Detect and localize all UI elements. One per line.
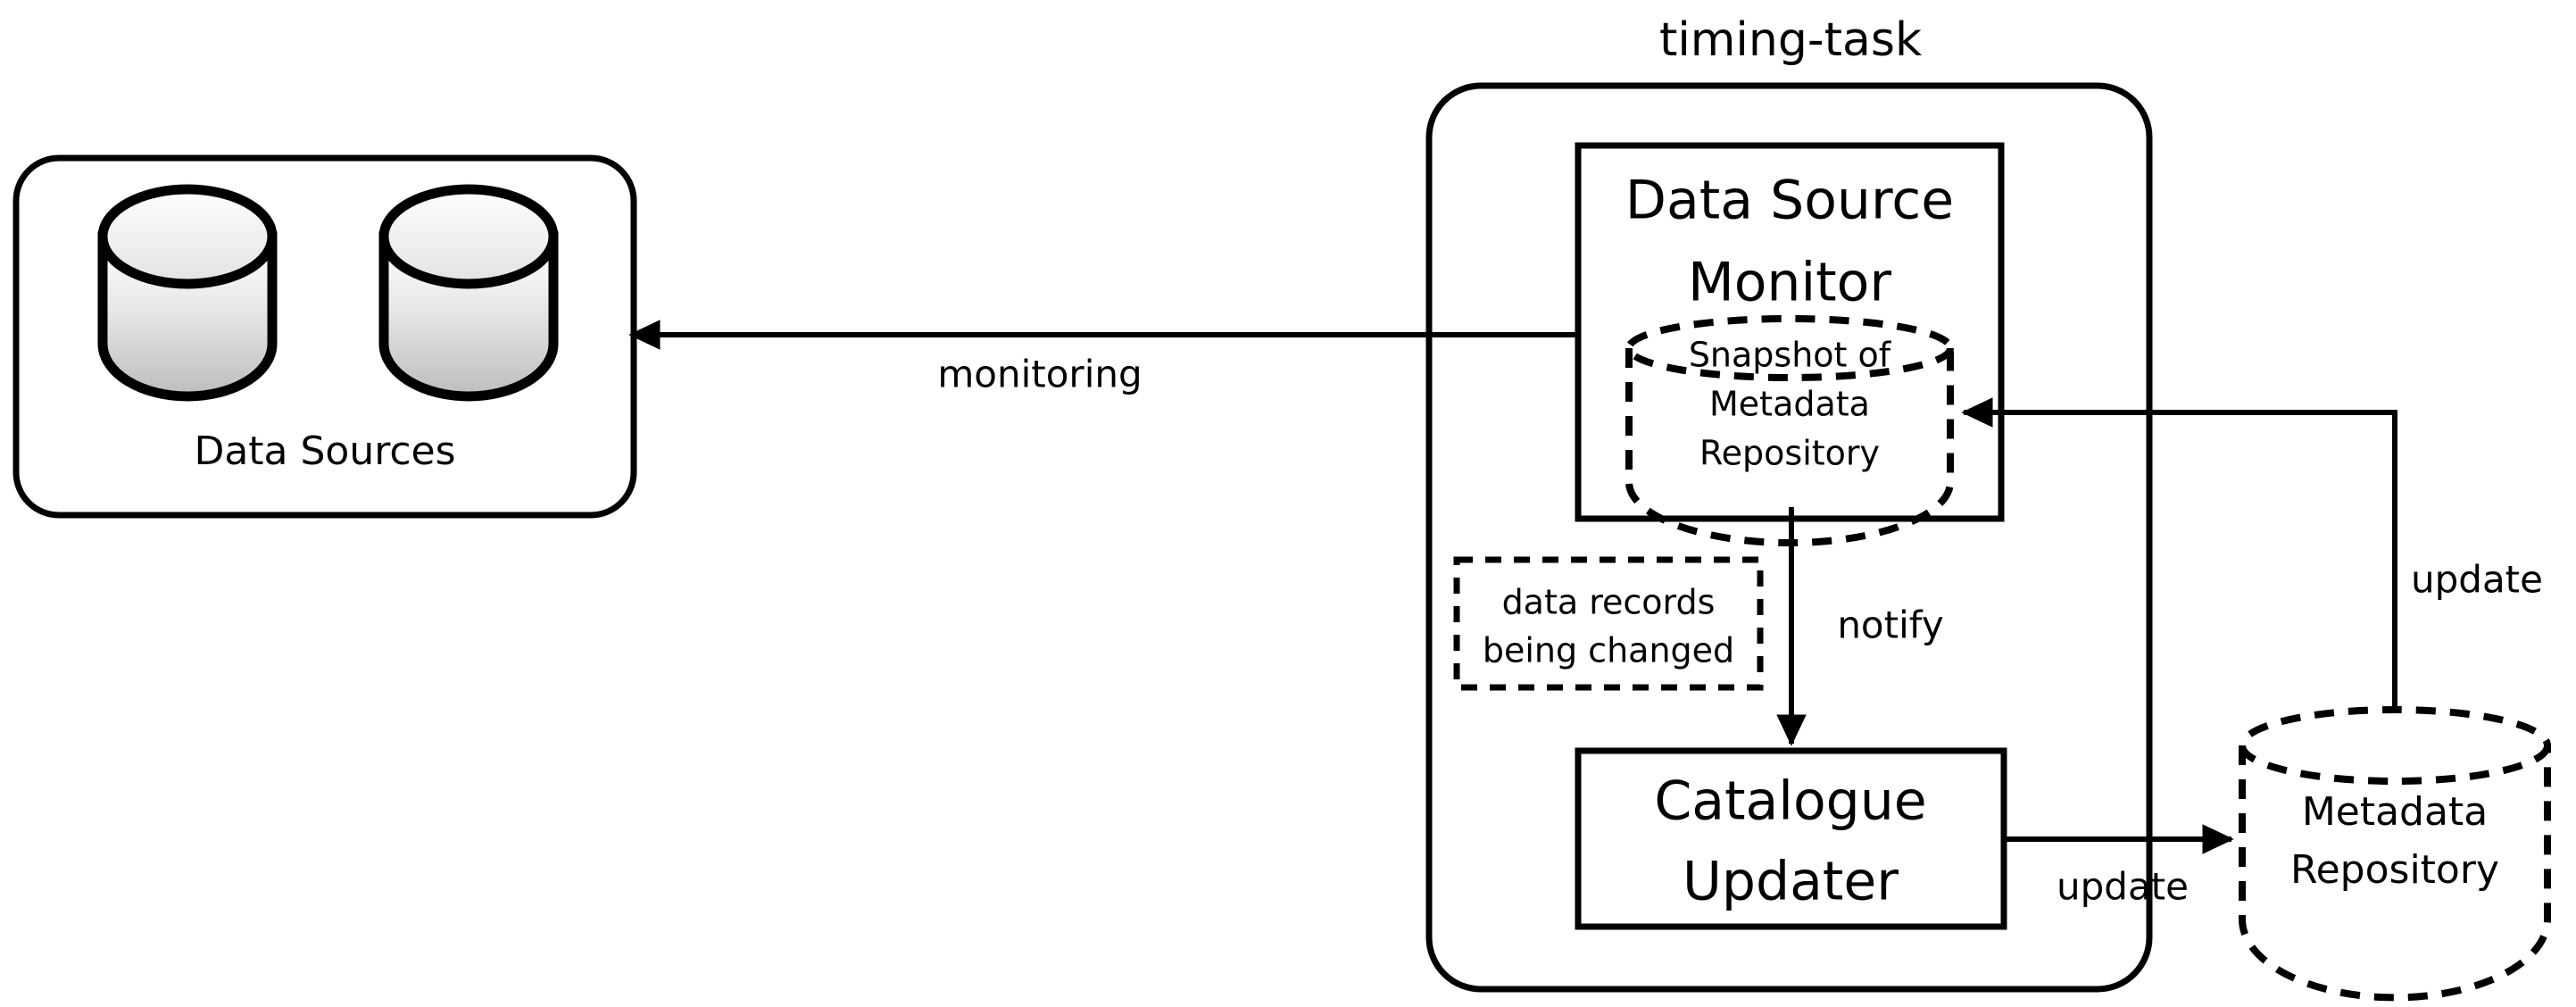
edge-monitoring: monitoring	[628, 320, 1576, 396]
notify-edge-label: notify	[1837, 603, 1943, 647]
catalogue-updater-node[interactable]: Catalogue Updater	[1575, 747, 2007, 930]
snapshot-label-line3: Repository	[1699, 434, 1880, 473]
edge-update-to-repository: update	[2004, 824, 2234, 909]
database-cylinder-icon	[378, 184, 559, 402]
metadata-repository-node[interactable]: Metadata Repository	[2239, 706, 2551, 1002]
snapshot-label-line1: Snapshot of	[1689, 336, 1892, 375]
data-sources-group[interactable]: Data Sources	[12, 154, 637, 519]
update-to-snapshot-arrow	[1961, 397, 2397, 710]
metadata-repository-cylinder-body[interactable]	[2239, 745, 2551, 1002]
catalogue-updater-boundary[interactable]	[1575, 747, 2007, 930]
data-records-label-line2: being changed	[1483, 631, 1734, 670]
monitoring-edge-label: monitoring	[937, 353, 1142, 396]
data-source-monitor-label-line2: Monitor	[1688, 252, 1891, 314]
data-sources-label: Data Sources	[194, 429, 455, 474]
metadata-repository-label-line2: Repository	[2290, 847, 2499, 893]
data-source-monitor-label-line1: Data Source	[1625, 170, 1954, 232]
timing-task-title: timing-task	[1659, 13, 1922, 67]
metadata-repository-cylinder-top	[2239, 706, 2551, 785]
data-records-boundary[interactable]	[1453, 556, 1764, 691]
data-records-label-line1: data records	[1502, 583, 1716, 622]
database-cylinder-icon	[97, 184, 278, 402]
catalogue-updater-label-line2: Updater	[1683, 851, 1899, 913]
edge-notify: notify	[1776, 507, 1944, 746]
snapshot-label-line2: Metadata	[1709, 385, 1870, 424]
metadata-repository-label-line1: Metadata	[2302, 789, 2488, 835]
catalogue-updater-label-line1: Catalogue	[1654, 770, 1926, 833]
edge-update-to-snapshot: update	[1961, 397, 2543, 710]
update-to-repository-edge-label: update	[2057, 865, 2189, 909]
data-records-being-changed-note[interactable]: data records being changed	[1453, 556, 1764, 691]
data-source-monitor-node[interactable]: Data Source Monitor	[1575, 142, 2005, 522]
update-to-snapshot-edge-label: update	[2411, 558, 2543, 602]
snapshot-cylinder-top	[1625, 315, 1954, 381]
